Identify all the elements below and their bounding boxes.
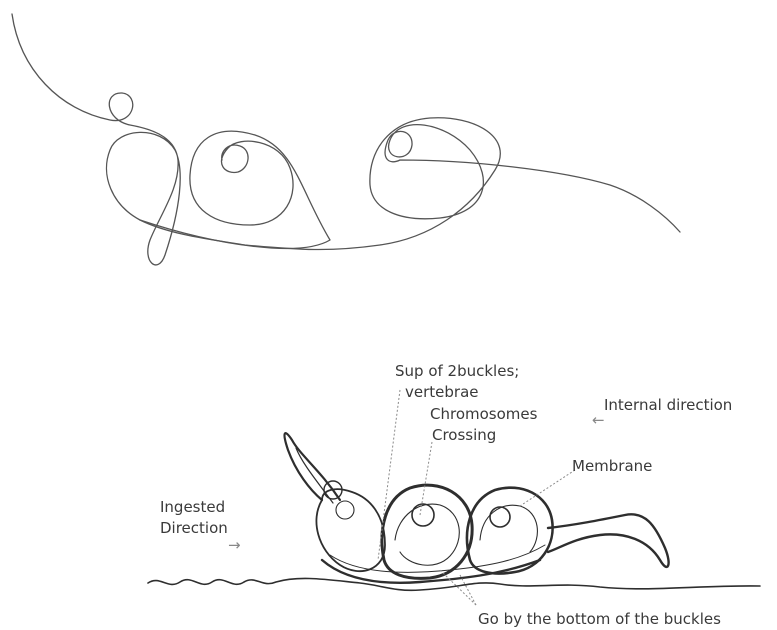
right-arrow-icon: → [228, 538, 241, 553]
label-membrane: Membrane [572, 457, 652, 475]
label-ingested: Ingested [160, 498, 225, 516]
label-direction: Direction [160, 519, 228, 537]
label-internal-direction: Internal direction [604, 396, 732, 414]
buckle-left [316, 489, 385, 571]
label-bottom-note: Go by the bottom of the buckles [478, 610, 721, 628]
buckle-left-inner-ring [336, 501, 354, 519]
label-crossing: Crossing [432, 426, 496, 444]
leader-membrane [520, 470, 575, 506]
worm-sketch [148, 433, 760, 590]
leader-sup [378, 390, 400, 560]
buckle-middle-inner [395, 504, 459, 565]
buckle-right-ring [490, 507, 510, 527]
looping-line-sketch [12, 14, 680, 265]
label-sup-of-buckles: Sup of 2buckles; [395, 362, 519, 380]
loop-curve [12, 14, 680, 265]
buckle-middle [382, 485, 472, 578]
label-chromosomes: Chromosomes [430, 405, 537, 423]
leader-bottom-2 [460, 575, 476, 605]
label-vertebrae: vertebrae [405, 383, 479, 401]
ground-line [148, 578, 760, 590]
left-arrow-icon: ← [592, 413, 605, 428]
worm-body-top [548, 514, 669, 567]
buckle-middle-ring [412, 504, 434, 526]
